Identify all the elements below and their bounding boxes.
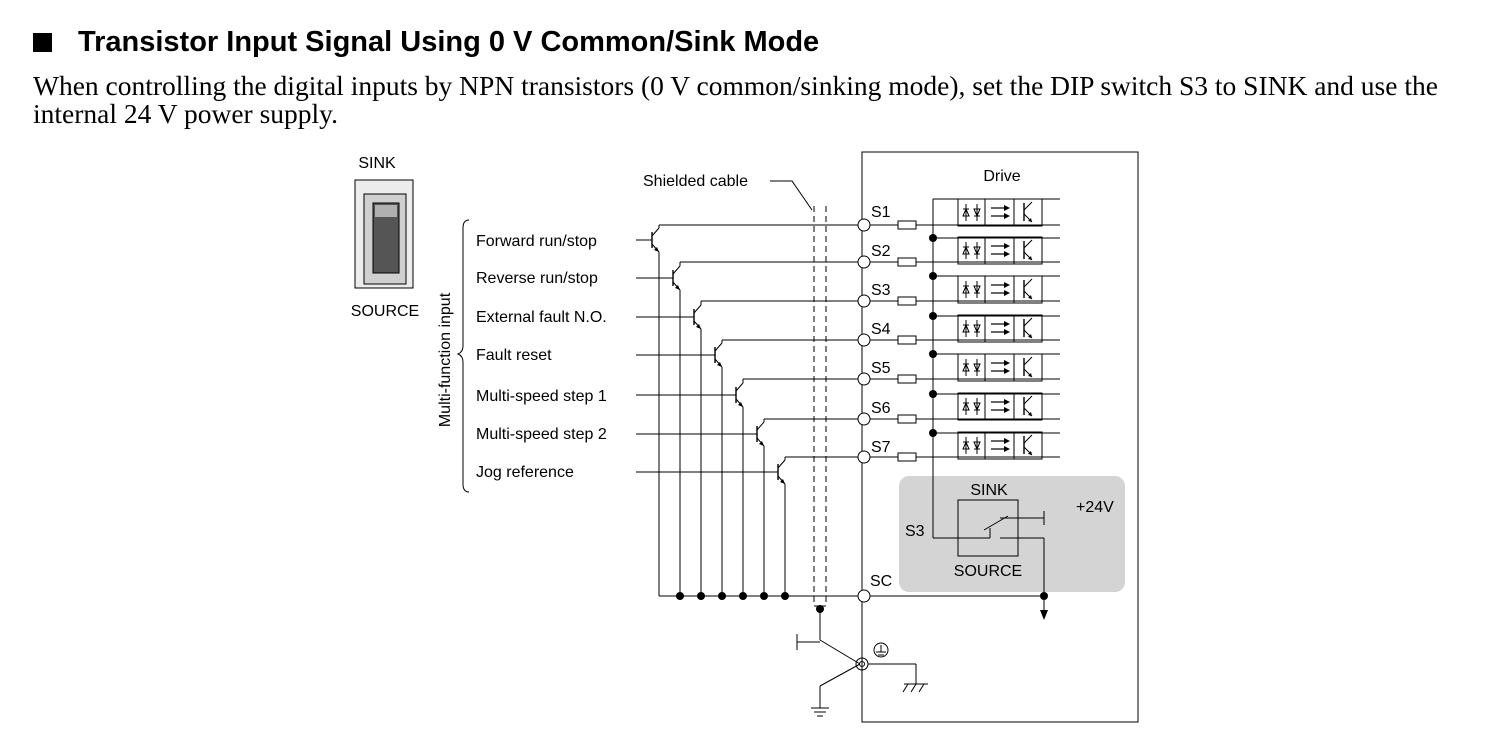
s3-switch-schematic [869, 476, 1045, 610]
multi-function-input-brace [456, 219, 470, 493]
section-heading: Transistor Input Signal Using 0 V Common… [33, 22, 819, 62]
s3-sink-label: SINK [970, 482, 1008, 499]
terminal-circle [857, 255, 871, 269]
terminal-circle [857, 333, 871, 347]
drive-label: Drive [983, 168, 1020, 185]
bus-junction-dots [676, 592, 789, 600]
section-description: When controlling the digital inputs by N… [33, 70, 1438, 129]
terminal-label: S5 [871, 360, 891, 377]
shield-junction-dot [816, 605, 824, 613]
dip-switch-source-label: SOURCE [351, 303, 419, 320]
terminal-label: S4 [871, 321, 891, 338]
terminal-label: S7 [871, 439, 891, 456]
emitter-arrows [654, 247, 785, 484]
dip-switch-sink-label: SINK [358, 155, 396, 172]
multi-function-input-label: Multi-function input [437, 292, 454, 427]
npn-transistors [636, 224, 864, 597]
shielded-cable-label: Shielded cable [643, 173, 748, 190]
input-labels: Forward run/stop Reverse run/stop Extern… [476, 233, 607, 481]
terminal-circle [857, 218, 871, 232]
terminal-circle [857, 294, 871, 308]
sc-terminal-label: SC [870, 573, 892, 590]
terminal-label: S1 [871, 204, 891, 221]
input-label: Jog reference [476, 464, 574, 481]
dip-switch-illustration: SINK SOURCE [351, 155, 419, 320]
input-label: Reverse run/stop [476, 270, 598, 287]
drive-enclosure [861, 151, 1139, 723]
input-label: External fault N.O. [476, 309, 607, 326]
terminal-label: S3 [871, 282, 891, 299]
internal-junction-dots [929, 234, 937, 437]
external-ground-symbol [796, 634, 861, 717]
s3-source-label: SOURCE [954, 563, 1022, 580]
s3-switch-name: S3 [905, 523, 925, 540]
terminal-label: S2 [871, 243, 891, 260]
supply-24v-label: +24V [1076, 499, 1114, 516]
terminal-circle [857, 412, 871, 426]
input-label: Forward run/stop [476, 233, 597, 250]
square-bullet-icon [33, 32, 52, 52]
shielded-cable-leader [770, 180, 813, 211]
sc-terminal-circle [857, 589, 871, 603]
input-label: Multi-speed step 2 [476, 426, 607, 443]
sc-junction-dot [1040, 592, 1048, 600]
s3-switch-area [899, 476, 1125, 592]
terminals: S1 S2 S3 S4 S5 S6 S7 [857, 204, 891, 464]
section-title: Transistor Input Signal Using 0 V Common… [78, 25, 820, 58]
terminal-label: S6 [871, 400, 891, 417]
input-label: Multi-speed step 1 [476, 388, 607, 405]
input-label: Fault reset [476, 347, 552, 364]
terminal-circle [857, 450, 871, 464]
down-arrow-icon [1040, 610, 1048, 620]
terminal-circle [857, 372, 871, 386]
shielded-cable [813, 206, 827, 606]
frame-ground-symbol [855, 642, 928, 693]
